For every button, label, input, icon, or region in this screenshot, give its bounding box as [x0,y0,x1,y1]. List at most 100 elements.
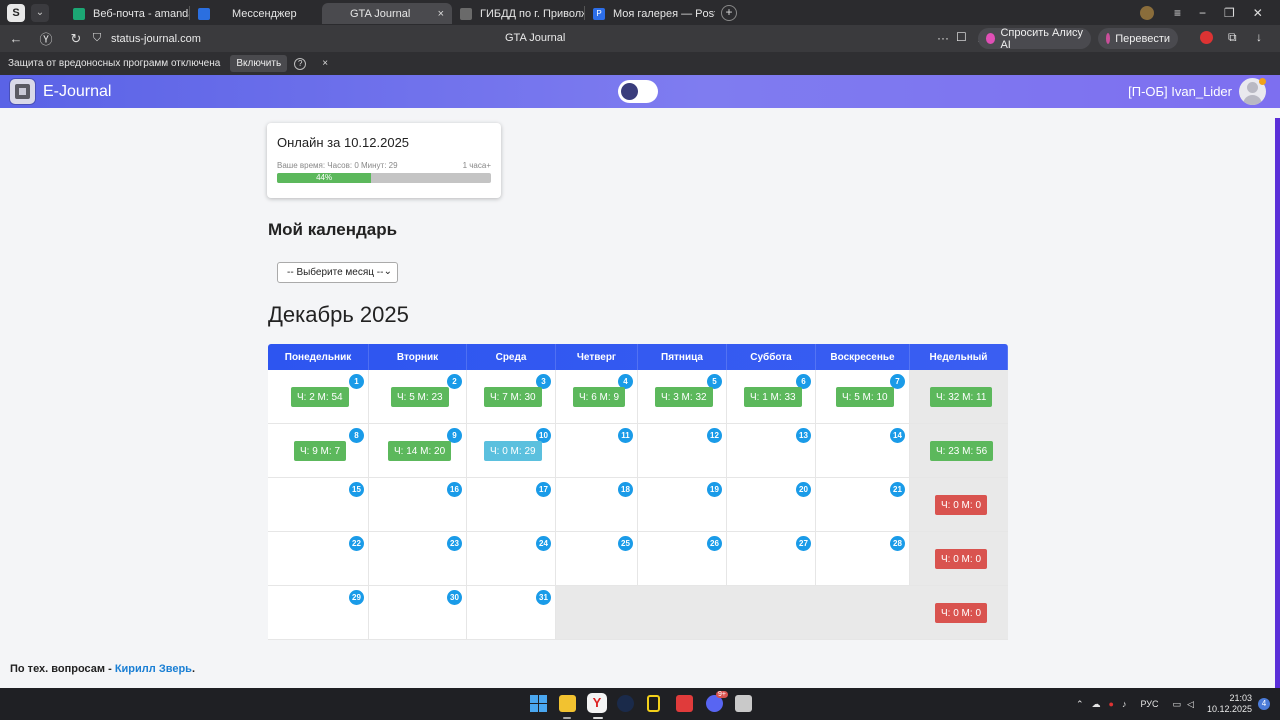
tab-messenger[interactable]: Мессенджер [190,3,320,24]
tabs-menu-chevron-icon[interactable]: ⌄ [31,3,49,22]
collections-icon[interactable]: ⧉ [1228,30,1237,44]
calendar-day-cell[interactable]: 15 [268,478,369,532]
weather-app-icon[interactable] [735,695,752,712]
more-icon[interactable]: ··· [937,31,949,45]
day-number-badge: 25 [618,536,633,551]
tab-label: Моя галерея — Postimage [613,7,715,20]
tray-cloud-icon[interactable]: ☁ [1091,698,1101,709]
cloud-app-icon[interactable] [676,695,693,712]
tab-close-icon[interactable]: × [437,7,444,20]
downloads-icon[interactable]: ↓ [1256,30,1262,44]
alice-icon [986,33,996,44]
day-number-badge: 22 [349,536,364,551]
bookmark-icon[interactable]: ☐ [956,30,967,44]
calendar-day-cell[interactable]: 30 [369,586,467,640]
file-explorer-icon[interactable] [559,695,576,712]
app-header: E-Journal [П-ОБ] Ivan_Lider [0,75,1280,108]
menu-icon[interactable]: ≡ [1174,5,1182,20]
discord-icon[interactable] [706,695,723,712]
calendar-day-cell[interactable]: 12 [638,424,727,478]
enable-protection-button[interactable]: Включить [230,55,288,72]
language-indicator[interactable]: РУС [1140,699,1159,709]
microphone-icon[interactable]: ♪ [1121,699,1127,709]
day-number-badge: 21 [890,482,905,497]
notification-count-badge[interactable]: 4 [1258,698,1270,710]
user-name[interactable]: [П-ОБ] Ivan_Lider [1128,84,1232,99]
calendar-day-cell[interactable]: 16 [369,478,467,532]
ask-alice-button[interactable]: Спросить Алису AI [978,27,1091,51]
game-launcher-icon[interactable] [647,695,660,712]
calendar-weekly-cell: Ч: 0 М: 0 [910,478,1008,532]
minimize-icon[interactable]: − [1199,5,1207,20]
tab-gta-journal[interactable]: GTA Journal × [322,3,452,24]
calendar-day-cell[interactable]: 11 [556,424,638,478]
tab-label: GTA Journal [350,7,411,20]
steam-icon[interactable] [617,695,634,712]
day-number-badge: 14 [890,428,905,443]
calendar-day-cell[interactable]: 13 [727,424,816,478]
day-online-badge: Ч: 9 М: 7 [294,441,347,461]
day-online-badge: Ч: 3 М: 32 [655,387,713,407]
calendar-day-cell[interactable]: 14 [816,424,910,478]
calendar-day-cell[interactable]: 21 [816,478,910,532]
app-name[interactable]: E-Journal [43,82,112,100]
volume-icon[interactable]: ◁ [1187,698,1194,709]
month-select[interactable]: -- Выберите месяц -- ⌄ [277,262,398,283]
calendar-day-cell[interactable]: 23 [369,532,467,586]
calendar-day-cell[interactable]: 22 [268,532,369,586]
theme-toggle[interactable] [618,80,658,103]
journal-favicon-icon [330,8,342,20]
app-logo-icon[interactable] [10,79,35,104]
calendar-day-cell[interactable]: 25 [556,532,638,586]
support-contact-link[interactable]: Кирилл Зверь [114,663,192,675]
back-icon[interactable]: ← [9,31,23,46]
day-number-badge: 19 [707,482,722,497]
site-info-icon[interactable]: ⛉ [92,32,102,44]
tab-postimage[interactable]: P Моя галерея — Postimage [585,3,715,24]
yandex-icon[interactable]: Ⓨ [39,32,53,47]
tray-chevron-up-icon[interactable]: ⌃ [1076,698,1084,709]
calendar-day-cell[interactable]: 17 [467,478,556,532]
window-close-icon[interactable]: ✕ [1252,5,1263,20]
calendar-weekly-cell: Ч: 32 М: 11 [910,370,1008,424]
reload-icon[interactable]: ↻ [70,30,82,46]
weekly-total-badge: Ч: 0 М: 0 [935,495,988,515]
calendar-day-cell[interactable]: 18 [556,478,638,532]
translate-button[interactable]: Перевести [1098,28,1178,49]
calendar-day-cell[interactable]: 29 [268,586,369,640]
calendar-day-cell[interactable]: 27 [727,532,816,586]
windows-start-icon[interactable] [530,695,547,712]
calendar-day-cell[interactable]: 28 [816,532,910,586]
chevron-down-icon: ⌄ [383,266,392,277]
yandex-browser-icon[interactable]: Y [587,693,607,713]
restore-icon[interactable]: ❐ [1224,5,1235,20]
url-field[interactable]: status-journal.com [111,32,201,45]
calendar-day-cell[interactable]: 31 [467,586,556,640]
help-icon[interactable]: ? [294,57,307,70]
profile-icon[interactable] [1140,5,1154,20]
tab-webmail[interactable]: Веб-почта - amandaflores [65,3,189,24]
calendar-day-cell[interactable]: 20 [727,478,816,532]
tray-app-icon[interactable]: ● [1108,699,1114,709]
extension-icon[interactable] [1200,31,1213,44]
close-notice-icon[interactable]: × [322,58,329,69]
network-icon[interactable]: ▭ [1172,698,1182,709]
calendar-day-cell[interactable]: 24 [467,532,556,586]
calendar-day-cell[interactable]: 19 [638,478,727,532]
clock[interactable]: 21:03 10.12.2025 [1207,693,1252,715]
page-scrollbar[interactable] [1275,118,1280,688]
new-tab-button[interactable]: + [721,4,737,21]
browser-logo-icon[interactable]: S [7,3,25,22]
tab-gibdd[interactable]: ГИБДД по г. Приволжск | [452,3,584,24]
calendar-day-cell[interactable]: 26 [638,532,727,586]
